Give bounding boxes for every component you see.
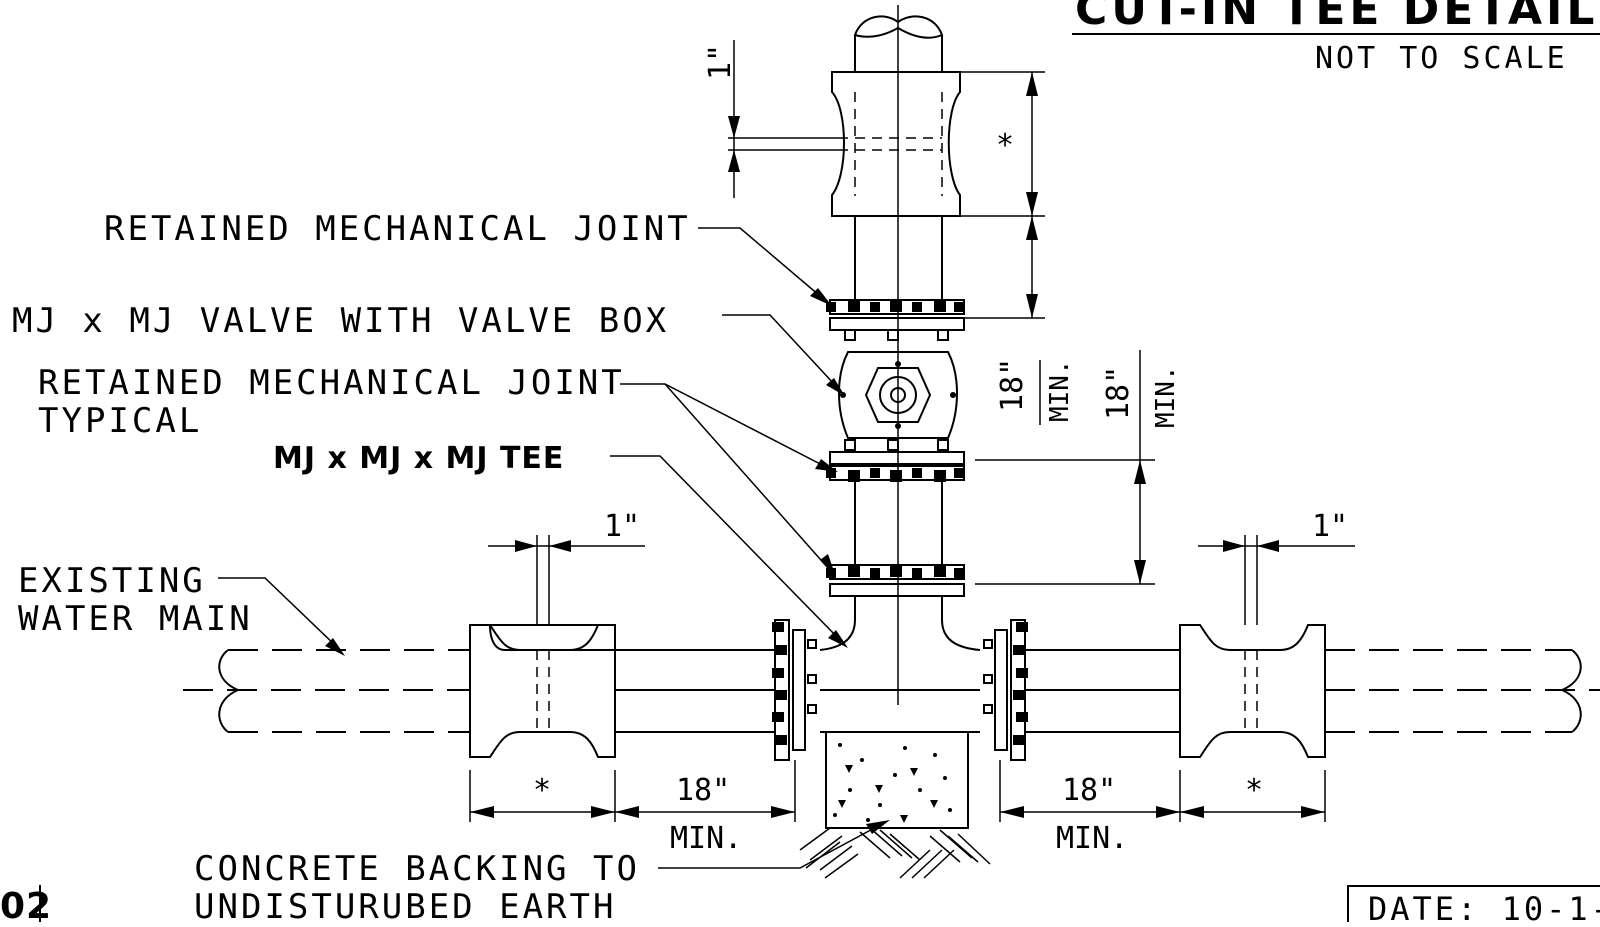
label-retained-joint-top: RETAINED MECHANICAL JOINT [104, 209, 691, 249]
right-coupling [1179, 624, 1326, 758]
mj-tee [819, 596, 981, 733]
drawing-title: CUT-IN TEE DETAIL ME [1075, 0, 1600, 35]
dim-eighteen-left: 18" [676, 773, 730, 808]
dim-one-inch-right: 1" [1198, 509, 1355, 625]
dim-one-inch-right-label: 1" [1312, 509, 1348, 544]
date-box [1347, 885, 1600, 922]
label-existing-main-line2: WATER MAIN [18, 599, 253, 639]
label-tee: MJ x MJ x MJ TEE [273, 441, 564, 476]
existing-water-main [183, 649, 1600, 733]
dim-min-left: MIN. [670, 821, 742, 856]
dim-coupling-top: * 18" MIN. [950, 71, 1075, 425]
label-existing-main-line1: EXISTING [18, 561, 206, 601]
dim-bottom-left: * 18" MIN. [469, 760, 796, 856]
retained-joint-middle [826, 451, 965, 482]
label-concrete-line1: CONCRETE BACKING TO [194, 849, 640, 889]
retained-joint-right [983, 619, 1028, 761]
dim-one-inch-top: 1" [703, 40, 848, 198]
sheet-number: 02 [0, 886, 52, 922]
label-retained-joint-typical-line1: RETAINED MECHANICAL JOINT [38, 363, 625, 403]
dim-asterisk-right: * [1245, 773, 1263, 808]
label-concrete-line2: UNDISTURUBED EARTH [194, 887, 616, 922]
undisturbed-earth-hatch [799, 827, 991, 879]
top-coupling [831, 71, 961, 217]
retained-joint-lower [826, 564, 965, 597]
dim-eighteen-branch: 18" MIN. [975, 350, 1181, 585]
dim-bottom-right: * 18" MIN. [999, 760, 1326, 856]
dim-min-valve: MIN. [1045, 359, 1075, 422]
concrete-backing [825, 731, 969, 829]
left-coupling [469, 624, 616, 758]
dim-asterisk-left: * [533, 773, 551, 808]
mj-valve [838, 329, 958, 451]
dim-eighteen-valve: 18" [995, 358, 1030, 412]
dim-min-branch: MIN. [1151, 365, 1181, 428]
date-text: DATE: 10-1- [1368, 890, 1600, 922]
label-retained-joint-typical-line2: TYPICAL [38, 401, 202, 441]
branch-pipe [853, 5, 944, 705]
dim-one-inch-top-label: 1" [703, 44, 738, 80]
dim-asterisk-top: * [996, 128, 1014, 163]
dim-one-inch-left-label: 1" [604, 509, 640, 544]
scale-note: NOT TO SCALE [1315, 41, 1568, 76]
dim-one-inch-left: 1" [488, 509, 645, 625]
retained-joint-upper [826, 299, 965, 331]
retained-joint-left [772, 619, 817, 761]
label-valve: MJ x MJ VALVE WITH VALVE BOX [12, 301, 669, 341]
dim-min-right: MIN. [1056, 821, 1128, 856]
dim-eighteen-branch-label: 18" [1101, 366, 1136, 420]
dim-eighteen-right: 18" [1062, 773, 1116, 808]
